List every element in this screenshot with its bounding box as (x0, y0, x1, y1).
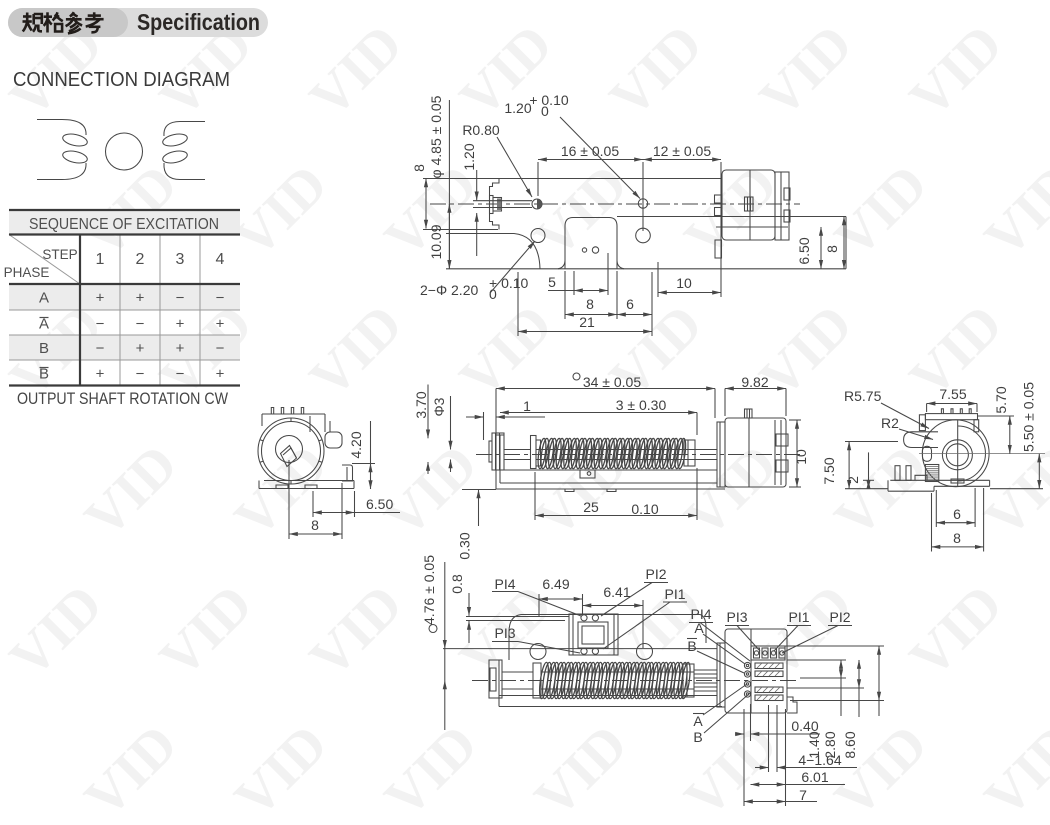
svg-text:+ 0.10: + 0.10 (529, 92, 569, 108)
svg-text:7.55: 7.55 (939, 386, 966, 402)
svg-text:−: − (216, 340, 225, 357)
svg-text:+ 0.10: + 0.10 (489, 275, 529, 291)
svg-text:−: − (176, 366, 185, 383)
svg-text:PI3: PI3 (494, 625, 515, 641)
svg-text:10: 10 (676, 275, 692, 291)
svg-text:Specification: Specification (137, 9, 260, 35)
svg-text:+: + (216, 366, 225, 383)
svg-text:6: 6 (953, 506, 961, 522)
svg-text:8: 8 (953, 530, 961, 546)
svg-text:1: 1 (523, 398, 531, 414)
svg-text:0.8: 0.8 (449, 574, 465, 594)
svg-text:34 ± 0.05: 34 ± 0.05 (583, 374, 641, 390)
svg-text:12 ± 0.05: 12 ± 0.05 (653, 143, 711, 159)
svg-text:10: 10 (793, 449, 809, 465)
svg-text:PHASE: PHASE (4, 265, 50, 280)
svg-text:R0.80: R0.80 (462, 122, 500, 138)
svg-text:A: A (39, 290, 49, 307)
svg-text:0: 0 (541, 103, 549, 119)
svg-text:0.30: 0.30 (457, 532, 473, 559)
svg-text:1: 1 (96, 251, 105, 268)
svg-text:1.20: 1.20 (504, 100, 531, 116)
svg-text:1.40: 1.40 (806, 731, 822, 758)
svg-text:2−Φ 2.20: 2−Φ 2.20 (420, 282, 478, 298)
svg-text:8: 8 (586, 296, 594, 312)
svg-text:4: 4 (216, 251, 225, 268)
svg-text:+: + (176, 316, 185, 333)
svg-text:+: + (136, 290, 145, 307)
svg-text:2: 2 (845, 476, 861, 484)
svg-text:+: + (176, 340, 185, 357)
svg-text:3 ± 0.30: 3 ± 0.30 (616, 397, 667, 413)
svg-text:6.41: 6.41 (603, 584, 630, 600)
svg-text:6.50: 6.50 (366, 496, 393, 512)
svg-text:6: 6 (626, 296, 634, 312)
svg-text:6.50: 6.50 (796, 237, 812, 264)
svg-text:4−1.64: 4−1.64 (798, 752, 841, 768)
svg-text:STEP: STEP (42, 247, 77, 262)
svg-text:A: A (694, 620, 704, 636)
svg-text:R2: R2 (881, 415, 899, 431)
svg-text:CONNECTION DIAGRAM: CONNECTION DIAGRAM (13, 69, 230, 91)
svg-text:PI2: PI2 (829, 609, 850, 625)
svg-text:B: B (693, 729, 702, 745)
svg-text:8.60: 8.60 (842, 731, 858, 758)
svg-text:−: − (96, 340, 105, 357)
svg-text:7: 7 (799, 787, 807, 803)
svg-text:0.10: 0.10 (631, 501, 658, 517)
svg-text:0.40: 0.40 (791, 718, 818, 734)
svg-text:A: A (693, 713, 703, 729)
svg-text:SEQUENCE OF EXCITATION: SEQUENCE OF EXCITATION (29, 216, 219, 233)
svg-text:B: B (39, 366, 49, 383)
svg-text:4.76 ± 0.05: 4.76 ± 0.05 (421, 555, 437, 625)
svg-text:4.20: 4.20 (348, 431, 364, 458)
svg-text:8: 8 (411, 164, 427, 172)
svg-text:8: 8 (824, 245, 840, 253)
svg-text:B: B (687, 638, 696, 654)
svg-text:0: 0 (489, 286, 497, 302)
svg-text:R5.75: R5.75 (844, 388, 882, 404)
svg-text:6.49: 6.49 (542, 576, 569, 592)
svg-text:−: − (136, 316, 145, 333)
svg-text:3.70: 3.70 (413, 391, 429, 418)
svg-text:A: A (39, 316, 49, 333)
svg-text:9.82: 9.82 (741, 374, 768, 390)
svg-text:+: + (96, 290, 105, 307)
svg-text:−: − (216, 290, 225, 307)
svg-text:7.50: 7.50 (821, 457, 837, 484)
svg-text:6.01: 6.01 (801, 769, 828, 785)
svg-text:Φ3: Φ3 (431, 397, 447, 416)
svg-text:φ 4.85 ± 0.05: φ 4.85 ± 0.05 (428, 95, 444, 178)
svg-text:5: 5 (548, 274, 556, 290)
svg-text:25: 25 (583, 499, 599, 515)
svg-text:1.20: 1.20 (461, 143, 477, 170)
svg-text:PI2: PI2 (645, 566, 666, 582)
svg-text:OUTPUT SHAFT ROTATION CW: OUTPUT SHAFT ROTATION CW (17, 390, 229, 408)
svg-text:8: 8 (311, 517, 319, 533)
svg-text:PI1: PI1 (788, 609, 809, 625)
svg-text:+: + (96, 366, 105, 383)
svg-text:PI4: PI4 (690, 606, 711, 622)
svg-text:B: B (39, 340, 49, 357)
svg-text:−: − (96, 316, 105, 333)
svg-text:+: + (136, 340, 145, 357)
svg-text:PI1: PI1 (664, 586, 685, 602)
svg-text:10.09: 10.09 (428, 224, 444, 259)
svg-text:2: 2 (136, 251, 145, 268)
svg-text:+: + (216, 316, 225, 333)
svg-text:2.80: 2.80 (822, 731, 838, 758)
svg-text:21: 21 (579, 314, 595, 330)
svg-text:3: 3 (176, 251, 185, 268)
svg-text:−: − (176, 290, 185, 307)
svg-text:5.50 ± 0.05: 5.50 ± 0.05 (1021, 382, 1037, 452)
svg-text:−: − (136, 366, 145, 383)
svg-text:PI3: PI3 (726, 609, 747, 625)
svg-text:5.70: 5.70 (993, 386, 1009, 413)
svg-text:PI4: PI4 (494, 576, 515, 592)
svg-text:16 ± 0.05: 16 ± 0.05 (561, 143, 619, 159)
